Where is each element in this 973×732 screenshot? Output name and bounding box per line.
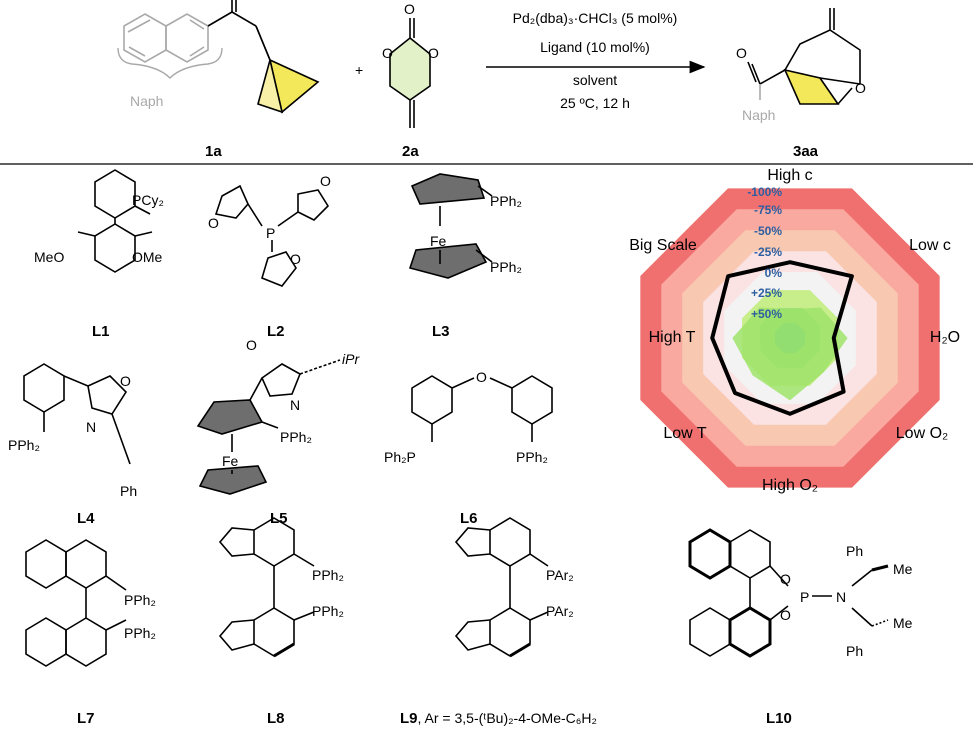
reactant-2a-label: 2a xyxy=(402,143,419,160)
ligand-l10-group-me-a: Me xyxy=(893,561,913,577)
svg-text:O: O xyxy=(428,45,439,61)
radar-chart: -100% -75% -50% -25% 0% +25% +50% High c Low c H₂… xyxy=(629,167,960,494)
ligand-l3-group-fe: Fe xyxy=(430,233,447,249)
radar-inner-area xyxy=(732,307,848,401)
radar-series-line xyxy=(710,260,854,416)
ligand-l4-group-ph: Ph xyxy=(120,483,137,499)
plus-sign: + xyxy=(355,62,363,78)
ligand-l5-group-o: O xyxy=(246,337,257,353)
ligand-l2-group-o1: O xyxy=(208,215,219,231)
radar-ring-label: 0% xyxy=(765,266,783,280)
ligand-l8-structure xyxy=(218,517,315,658)
reactant-1a-structure xyxy=(117,0,320,114)
radar-axis-label: Big Scale xyxy=(629,237,697,254)
ligand-l10-group-n: N xyxy=(836,589,846,605)
condition-solvent: solvent xyxy=(573,72,617,88)
ligand-l9-label-line: L9, Ar = 3,5-(ᵗBu)₂-4-OMe-C₆H₂ xyxy=(400,710,597,727)
ligand-l7-structure xyxy=(25,539,127,667)
svg-text:O: O xyxy=(404,1,415,17)
svg-text:O: O xyxy=(736,45,747,61)
radar-ring-label: +25% xyxy=(751,286,782,300)
ligand-l1-group-meo: MeO xyxy=(34,249,64,265)
radar-axis-label: H₂O xyxy=(930,329,960,346)
ligand-l10-label: L10 xyxy=(766,710,792,727)
radar-ring-label: -75% xyxy=(754,203,782,217)
radar-axis-label: High O₂ xyxy=(762,477,818,494)
ligand-l8-group-pph2-a: PPh₂ xyxy=(312,567,344,583)
radar-axis-label: High c xyxy=(767,167,812,184)
product-3aa-label: 3aa xyxy=(793,143,819,160)
ligand-l1-group-pcy2: PCy₂ xyxy=(132,192,164,208)
ligand-l5-structure xyxy=(196,359,341,495)
radar-ring-label: -50% xyxy=(754,224,782,238)
condition-temp-time: 25 ºC, 12 h xyxy=(560,95,630,111)
ligand-l9-group-par2-a: PAr₂ xyxy=(546,567,574,583)
ligand-l6-label: L6 xyxy=(460,510,478,527)
ligand-l3-structure xyxy=(408,173,493,279)
ligand-l10-group-me-b: Me xyxy=(893,615,913,631)
radar-ring-label: +50% xyxy=(751,307,782,321)
ligand-l4-label: L4 xyxy=(77,510,95,527)
ligand-l6-group-ph2p: Ph₂P xyxy=(384,449,416,465)
ligand-l10-group-ph-b: Ph xyxy=(846,643,863,659)
svg-text:O: O xyxy=(382,45,393,61)
ligand-l8-label: L8 xyxy=(267,710,285,727)
reactant-1a-label: 1a xyxy=(205,143,222,160)
ligand-l3-group-pph2-b: PPh₂ xyxy=(490,259,522,275)
ligand-l2-label: L2 xyxy=(267,323,285,340)
product-3aa-naph-label: Naph xyxy=(742,107,775,123)
ligand-l3-label: L3 xyxy=(432,323,450,340)
reactant-1a-naph-label: Naph xyxy=(130,93,163,109)
ligand-l8-group-pph2-b: PPh₂ xyxy=(312,603,344,619)
ligand-l1-group-ome: OMe xyxy=(132,249,163,265)
ligand-l4-structure xyxy=(23,363,131,465)
radar-axis-label: Low c xyxy=(909,237,951,254)
radar-ring-label: -25% xyxy=(754,245,782,259)
ligand-l6-group-pph2: PPh₂ xyxy=(516,449,548,465)
ligand-l1-structure xyxy=(77,169,153,273)
ligand-l5-group-pph2: PPh₂ xyxy=(280,429,312,445)
ligand-l2-group-p: P xyxy=(266,225,275,241)
ligand-l7-group-pph2-a: PPh₂ xyxy=(124,592,156,608)
ligand-l2-group-o2: O xyxy=(320,173,331,189)
radar-ring-label: -100% xyxy=(747,185,782,199)
ligand-l3-group-pph2-a: PPh₂ xyxy=(490,193,522,209)
ligand-l2-structure xyxy=(214,184,330,287)
ligand-l1-label: L1 xyxy=(92,323,110,340)
svg-text:O: O xyxy=(855,80,866,96)
condition-ligand: Ligand (10 mol%) xyxy=(540,39,650,55)
ligand-l7-group-pph2-b: PPh₂ xyxy=(124,625,156,641)
ligand-panel: PCy₂ MeO OMe L1 P O O O L2 Fe PPh₂ PPh₂ xyxy=(8,169,913,727)
ligand-l5-group-n: N xyxy=(290,397,300,413)
ligand-l9-structure xyxy=(454,517,549,658)
ligand-l10-group-o-a: O xyxy=(780,571,791,587)
ligand-l9-caption: , Ar = 3,5-(ᵗBu)₂-4-OMe-C₆H₂ xyxy=(418,710,597,726)
ligand-l4-group-n: N xyxy=(86,419,96,435)
ligand-l5-group-fe: Fe xyxy=(222,453,239,469)
ligand-l4-group-o: O xyxy=(120,373,131,389)
radar-axis-label: Low T xyxy=(663,425,707,442)
ligand-l10-group-ph-a: Ph xyxy=(846,543,863,559)
radar-axis-label: Low O₂ xyxy=(896,425,948,442)
ligand-l6-group-o: O xyxy=(476,369,487,385)
radar-axis-label: High T xyxy=(649,329,696,346)
ligand-l7-label: L7 xyxy=(77,710,95,727)
condition-catalyst: Pd₂(dba)₃·CHCl₃ (5 mol%) xyxy=(513,10,678,26)
ligand-l10-structure xyxy=(688,528,889,658)
ligand-l4-group-pph2: PPh₂ xyxy=(8,437,40,453)
ligand-l9-group-par2-b: PAr₂ xyxy=(546,603,574,619)
product-3aa-structure: O O xyxy=(736,8,866,105)
ligand-l2-group-o3: O xyxy=(290,251,301,267)
ligand-l10-group-p: P xyxy=(800,589,809,605)
reactant-2a-structure: O O O xyxy=(382,1,439,128)
ligand-l6-structure xyxy=(411,375,553,442)
ligand-l9-label: L9 xyxy=(400,710,418,727)
ligand-l5-group-ipr: iPr xyxy=(342,351,360,367)
reaction-scheme: Naph 1a + O O O 2a Pd₂(dba)₃·CHCl₃ (5 mo… xyxy=(117,0,866,160)
ligand-l10-group-o-b: O xyxy=(780,607,791,623)
